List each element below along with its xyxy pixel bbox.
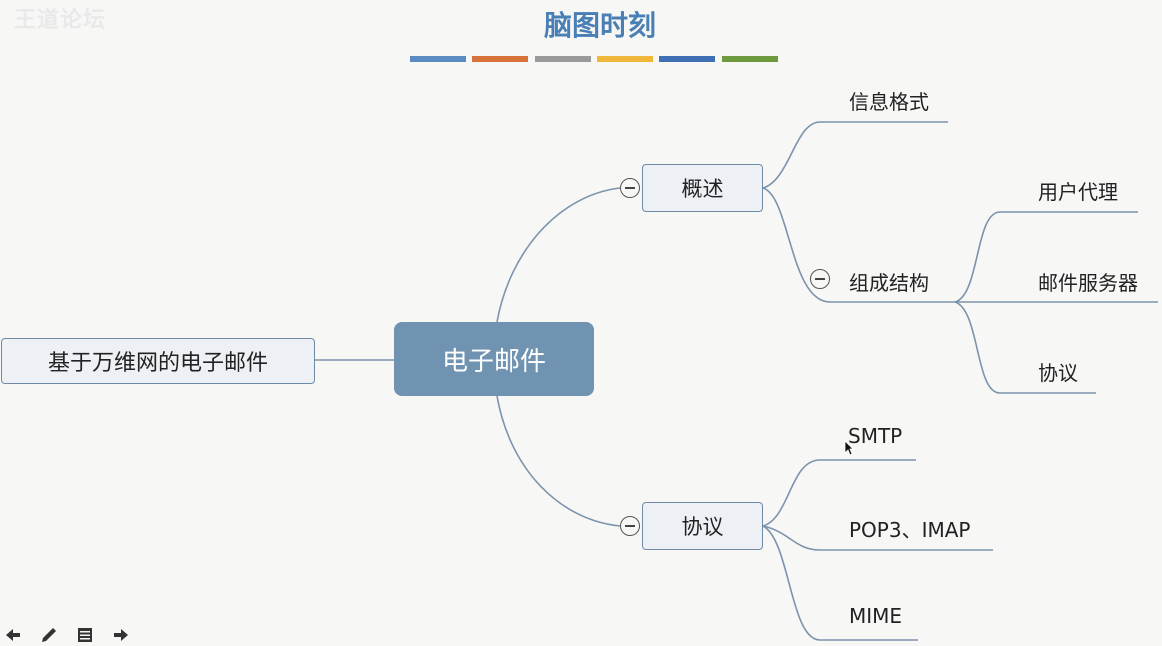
collapse-gaishu-icon[interactable]: [620, 178, 640, 198]
node-central-label: 电子邮件: [441, 346, 546, 377]
connector-xieyi-sub: [954, 301, 1096, 394]
connector-xieyi: [496, 395, 621, 527]
color-bar-1: [410, 56, 466, 62]
leaf-smtp[interactable]: SMTP: [848, 424, 903, 448]
collapse-zuchengjiegou-icon[interactable]: [810, 269, 830, 289]
connector-yonghudaili: [954, 211, 1138, 303]
notes-icon[interactable]: [72, 624, 98, 646]
page-title: 脑图时刻: [543, 9, 656, 42]
connector-pop3: [762, 525, 993, 551]
mouse-cursor-icon: [844, 440, 854, 456]
node-web-email[interactable]: 基于万维网的电子邮件: [1, 338, 315, 384]
leaf-pop3-imap[interactable]: POP3、IMAP: [849, 518, 971, 542]
leaf-youjianfuwuqi[interactable]: 邮件服务器: [1038, 271, 1138, 295]
leaf-zuchengjiegou[interactable]: 组成结构: [849, 271, 929, 295]
color-bar-5: [659, 56, 715, 62]
leaf-mime[interactable]: MIME: [849, 604, 903, 628]
leaf-yonghudaili[interactable]: 用户代理: [1038, 180, 1118, 204]
connector-zuchengjiegou: [762, 187, 955, 303]
leaf-xinxigeshi[interactable]: 信息格式: [849, 90, 929, 114]
pencil-icon[interactable]: [36, 624, 62, 646]
node-web-email-label: 基于万维网的电子邮件: [47, 351, 268, 376]
node-gaishu[interactable]: 概述: [642, 164, 763, 212]
watermark-logo: 王道论坛: [14, 8, 107, 33]
node-xieyi-label: 协议: [681, 515, 724, 539]
node-central[interactable]: 电子邮件: [394, 322, 594, 396]
leaf-xieyi-sub[interactable]: 协议: [1038, 361, 1078, 385]
arrow-right-icon[interactable]: [108, 624, 134, 646]
connector-gaishu: [496, 187, 621, 323]
node-xieyi[interactable]: 协议: [642, 502, 763, 550]
color-bar-4: [597, 56, 653, 62]
connector-smtp: [762, 459, 916, 527]
connector-xinxigeshi: [762, 121, 948, 189]
collapse-xieyi-icon[interactable]: [620, 516, 640, 536]
arrow-left-icon[interactable]: [0, 624, 26, 646]
color-bar-6: [722, 56, 778, 62]
color-bar-2: [472, 56, 528, 62]
color-bar-3: [535, 56, 591, 62]
slide-toolbar: [0, 624, 134, 646]
node-gaishu-label: 概述: [681, 177, 724, 201]
connector-mime: [762, 525, 918, 641]
